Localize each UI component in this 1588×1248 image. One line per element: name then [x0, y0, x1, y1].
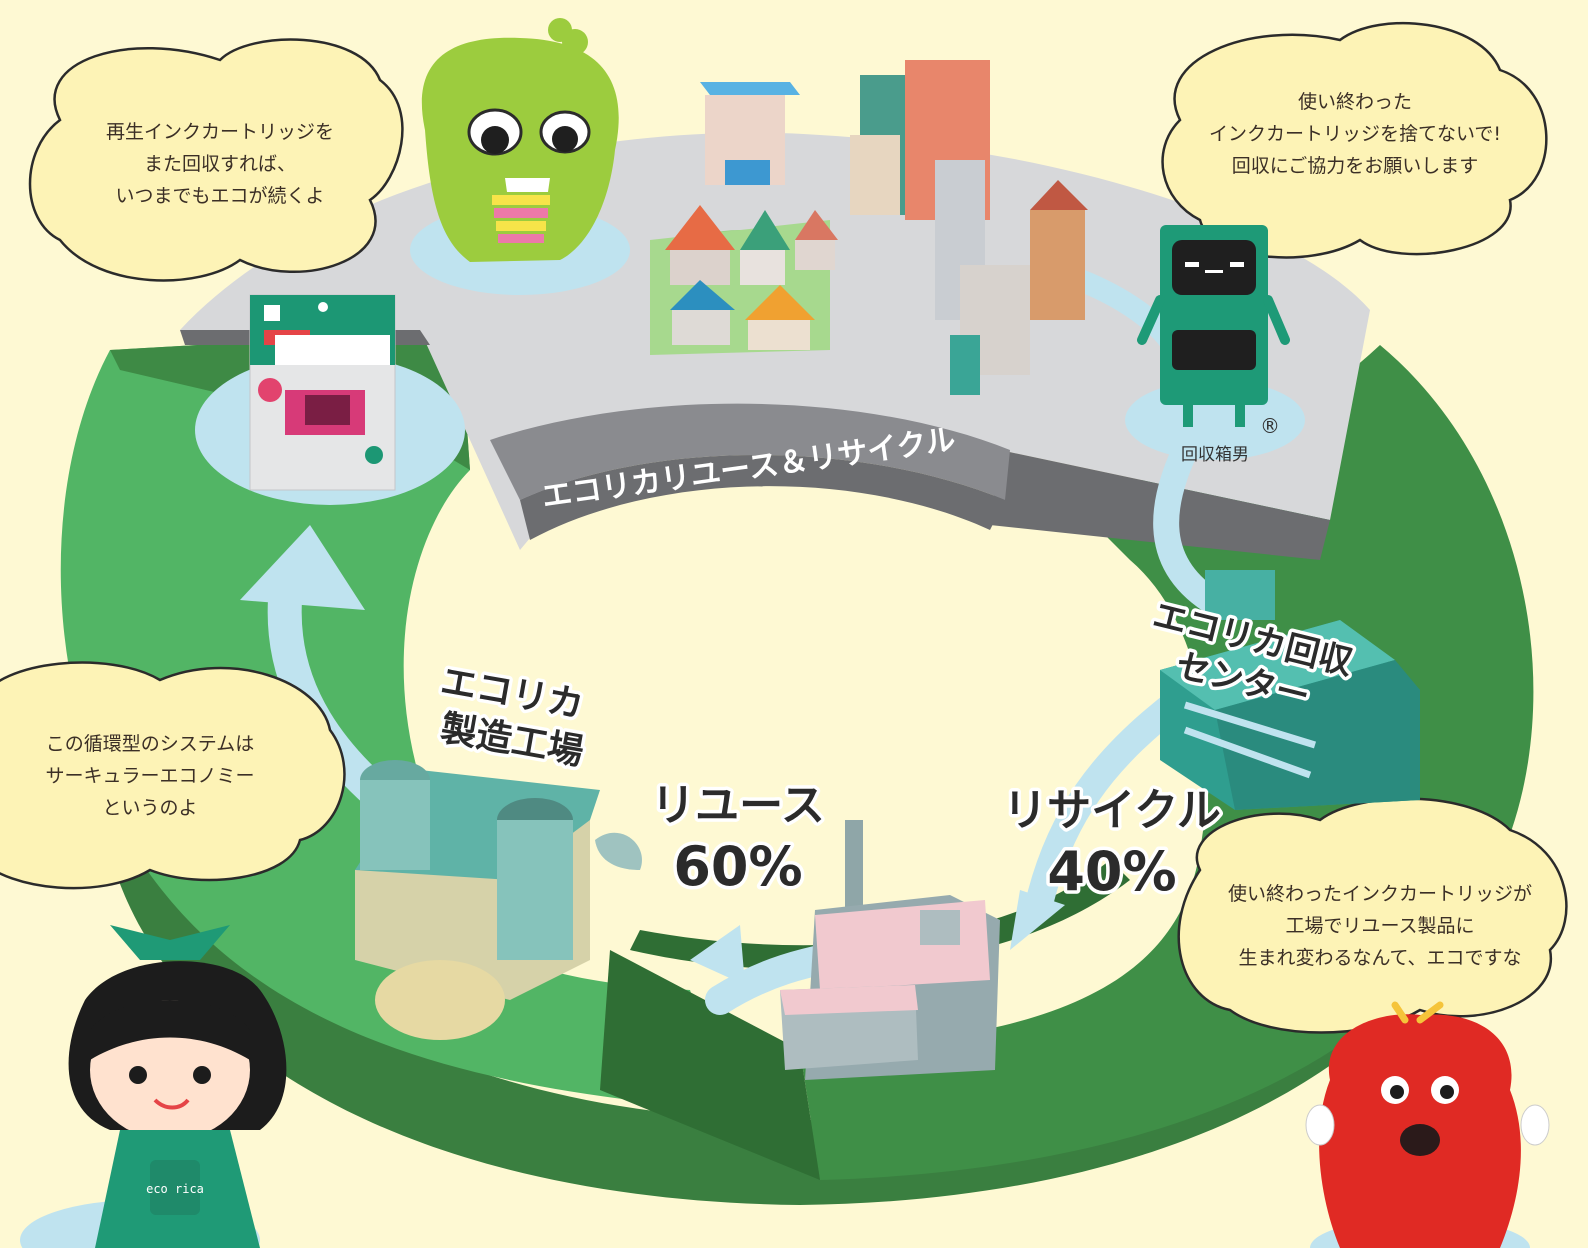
factory-building — [355, 760, 642, 1040]
recycle-percent: 40% — [1047, 840, 1176, 903]
green-mascot — [410, 18, 630, 295]
speech-bubbles — [0, 21, 1568, 1034]
recycling-plant-building — [780, 820, 1000, 1080]
box-man-character — [1125, 225, 1305, 460]
collection-center-building — [1160, 570, 1420, 810]
box-man-name: 回収箱男 — [1181, 445, 1249, 465]
town-illustration — [650, 60, 1088, 395]
reuse-percent: 60% — [673, 835, 802, 898]
bubble-bottom-right-text: 使い終わったインクカートリッジが 工場でリユース製品に 生まれ変わるなんて、エコ… — [1227, 883, 1532, 969]
flow-arrowheads — [240, 525, 1065, 985]
bubble-mid-left-shape — [0, 661, 346, 890]
bubble-mid-left-text: この循環型のシステムは サーキュラーエコノミー というのよ — [45, 733, 255, 819]
reuse-title: リユース — [651, 780, 825, 831]
red-mascot — [1305, 1001, 1550, 1248]
recycle-title: リサイクル — [1003, 785, 1221, 836]
bubble-bottom-right-shape — [1177, 797, 1568, 1034]
bubble-top-left-shape — [28, 38, 404, 282]
registered-mark: ® — [1260, 414, 1280, 438]
bubble-top-left-text: 再生インクカートリッジを また回収すれば、 いつまでもエコが続くよ — [105, 121, 334, 207]
girl-mascot — [20, 925, 287, 1248]
bubble-top-right-text: 使い終わった インクカートリッジを捨てないで! 回収にご協力をお願いします — [1208, 91, 1502, 177]
ink-cartridge-package — [195, 294, 465, 505]
bag-text: eco rica — [146, 1182, 204, 1196]
